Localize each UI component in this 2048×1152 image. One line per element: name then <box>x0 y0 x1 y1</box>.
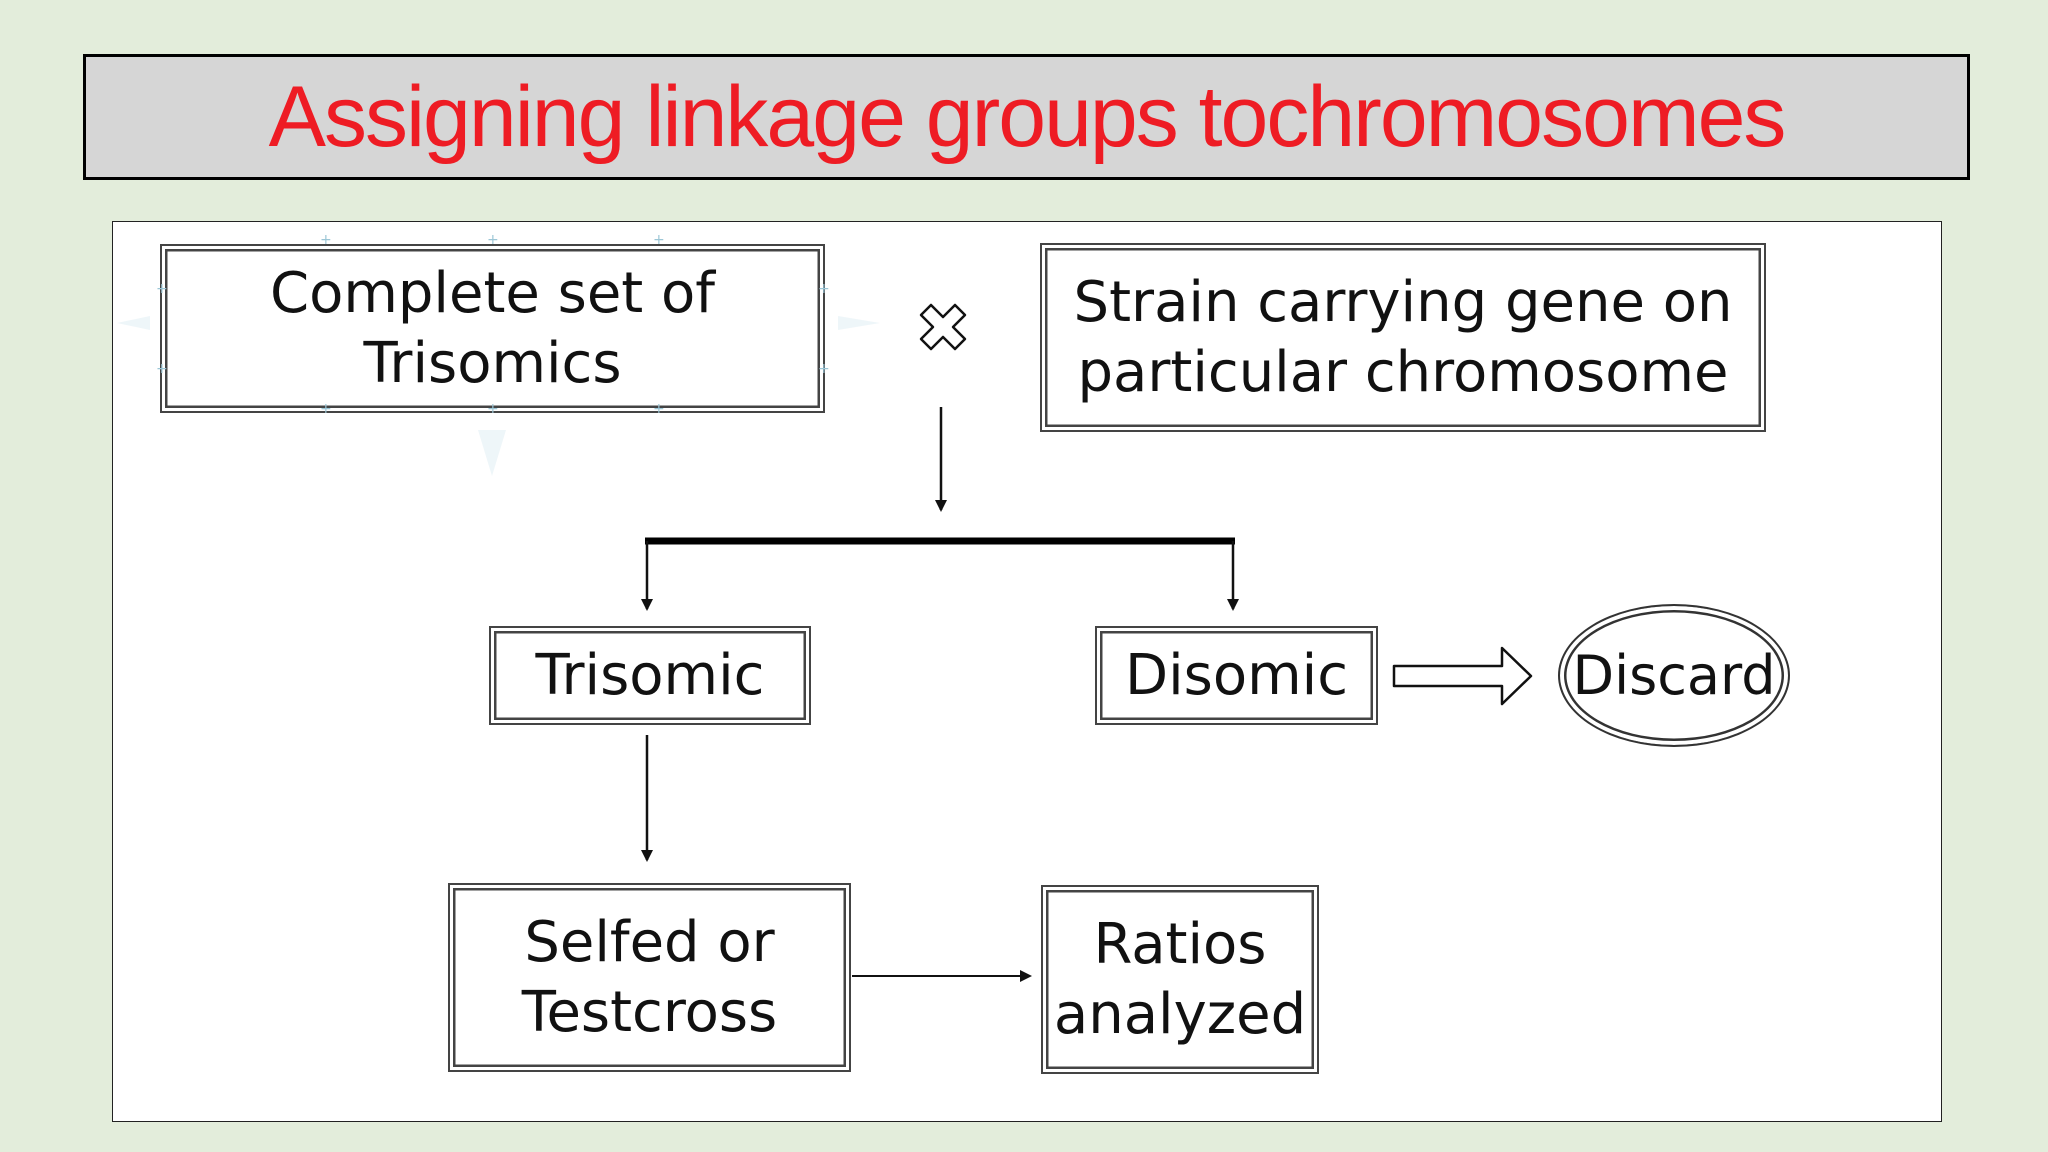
node-label-line: Ratios <box>1093 911 1267 977</box>
node-label: Discard <box>1572 644 1776 707</box>
node-label-line: Complete set of <box>269 260 716 326</box>
selection-handle-icon: + <box>320 232 332 248</box>
node-strain[interactable]: Strain carrying gene on particular chrom… <box>1040 243 1766 432</box>
multiplication-cross-icon <box>919 303 967 351</box>
slide-title: Assigning linkage groups tochromosomes <box>268 69 1787 165</box>
node-discard[interactable]: Discard <box>1558 604 1790 747</box>
selection-handle-icon: + <box>653 401 665 417</box>
title-bar: Assigning linkage groups tochromosomes <box>83 54 1970 180</box>
selection-handle-icon: + <box>653 232 665 248</box>
node-label-line: particular chromosome <box>1077 339 1729 405</box>
selection-handle-icon: + <box>156 361 168 377</box>
arrow-disomic-to-discard <box>1392 646 1533 706</box>
ghost-arrow-icon <box>117 316 880 476</box>
node-label-line: Selfed or <box>524 909 775 975</box>
node-selfed[interactable]: Selfed or Testcross <box>448 883 851 1072</box>
node-label: Disomic <box>1124 642 1348 708</box>
node-trisomics-set[interactable]: Complete set of Trisomics <box>160 244 825 413</box>
node-label-line: Trisomics <box>363 330 622 396</box>
selection-handle-icon: + <box>818 361 830 377</box>
node-label-line: Testcross <box>521 979 778 1045</box>
node-ratios[interactable]: Ratios analyzed <box>1041 885 1319 1074</box>
node-disomic[interactable]: Disomic <box>1095 626 1378 725</box>
selection-handle-icon: + <box>156 281 168 297</box>
node-trisomic[interactable]: Trisomic <box>489 626 811 725</box>
node-label: Trisomic <box>535 642 765 708</box>
selection-handle-icon: + <box>818 281 830 297</box>
selection-handle-icon: + <box>487 401 499 417</box>
node-label-line: analyzed <box>1053 981 1307 1047</box>
selection-handle-icon: + <box>320 401 332 417</box>
selection-handle-icon: + <box>487 232 499 248</box>
node-label-line: Strain carrying gene on <box>1073 269 1733 335</box>
